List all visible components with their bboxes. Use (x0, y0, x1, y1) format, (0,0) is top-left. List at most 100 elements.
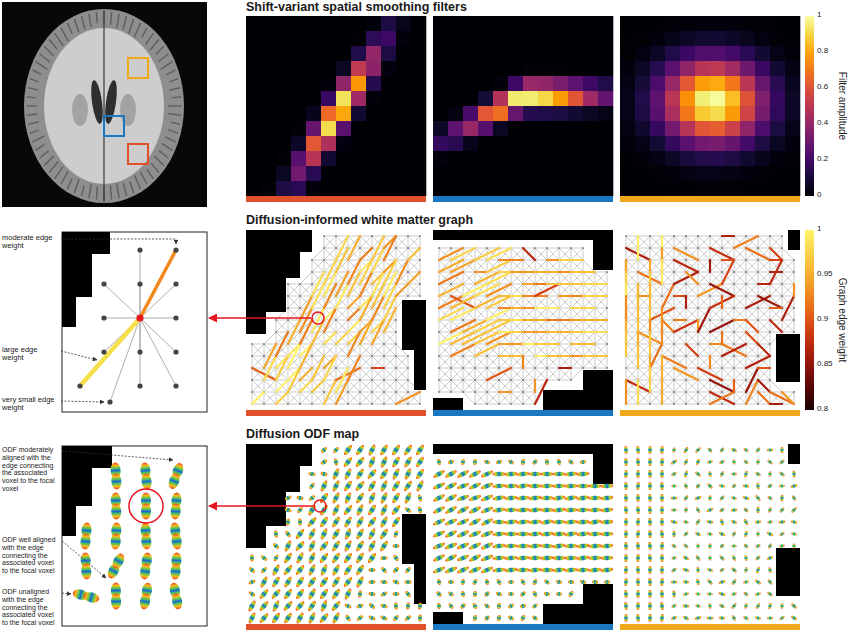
mesh-edge (372, 344, 384, 356)
mesh-edge (523, 356, 535, 368)
heatmap-cell (396, 16, 411, 31)
mesh-edge (523, 296, 535, 308)
sulcus (162, 144, 172, 151)
mesh-edge (312, 260, 324, 272)
mesh-edge (547, 260, 548, 272)
heatmap-cell (740, 46, 755, 61)
mesh-edge (535, 368, 536, 380)
heatmap-cell (650, 91, 665, 106)
heatmap-cell (695, 31, 710, 46)
heatmap-cell (620, 136, 635, 151)
mesh-edge (487, 368, 499, 369)
mesh-edge (372, 392, 384, 404)
heatmap-cell (276, 61, 291, 76)
heatmap-cell (381, 46, 396, 61)
mesh-edge (300, 296, 301, 308)
sulcus (159, 54, 169, 62)
fiber-edge (360, 248, 372, 260)
mesh-edge (276, 320, 288, 332)
heatmap-cell (650, 136, 665, 151)
graph-panel (246, 230, 426, 410)
heatmap-cell (538, 46, 553, 61)
heatmap-cell (508, 31, 523, 46)
sulcus (55, 33, 64, 46)
mesh-edge (360, 356, 372, 368)
heatmap-cell (396, 61, 411, 76)
sulcus (67, 23, 72, 34)
heatmap-cell (276, 46, 291, 61)
mesh-edge (288, 284, 300, 296)
heatmap-cell (291, 106, 306, 121)
fiber-edge (300, 308, 312, 332)
mesh-edge (360, 380, 372, 381)
mesh-edge (463, 392, 475, 393)
mesh-edge (523, 392, 524, 404)
mesh-edge (384, 356, 396, 357)
heatmap-cell (620, 121, 635, 136)
heatmap-cell (336, 181, 351, 196)
heatmap-cell (448, 181, 463, 196)
region-marker (104, 116, 124, 136)
heatmap-cell (291, 121, 306, 136)
heatmap-cell (538, 91, 553, 106)
heatmap-cell (523, 121, 538, 136)
heatmap-cell (635, 16, 650, 31)
heatmap-cell (411, 16, 426, 31)
mesh-edge (396, 236, 408, 237)
heatmap-cell (635, 61, 650, 76)
heatmap-cell (710, 181, 725, 196)
heatmap-cell (785, 91, 800, 106)
heatmap-cell (433, 46, 448, 61)
graph-mesh (438, 247, 608, 405)
sulcus (134, 23, 140, 37)
heatmap-cell (336, 31, 351, 46)
fiber-edge (276, 392, 288, 404)
sulcus (151, 163, 159, 172)
heatmap-cell (665, 151, 680, 166)
heatmap-cell (351, 106, 366, 121)
heatmap-cell (695, 91, 710, 106)
heatmap-cell (635, 136, 650, 151)
heatmap-cell (321, 46, 336, 61)
mesh-edge (324, 260, 325, 272)
mesh-edge (324, 332, 336, 344)
heatmap-cell (770, 136, 785, 151)
mesh-edge (523, 284, 535, 296)
mesh-edge (511, 344, 523, 356)
heatmap-cell (396, 121, 411, 136)
mesh-edge (396, 320, 397, 332)
mesh-edge (475, 368, 487, 380)
mesh-edge (439, 368, 440, 380)
mesh-edge (511, 308, 523, 320)
heatmap-cell (695, 136, 710, 151)
fiber-edge (300, 368, 312, 380)
heatmap-cell (396, 106, 411, 121)
heatmap-cell (695, 46, 710, 61)
heatmap-cell (665, 166, 680, 181)
mesh-edge (312, 356, 313, 368)
mesh-edge (300, 284, 312, 285)
mesh-edge (336, 368, 337, 380)
heatmap-cell (785, 151, 800, 166)
mesh-edge (475, 392, 476, 404)
mesh-edge (475, 380, 487, 392)
mesh-edge (324, 236, 336, 248)
mesh-edge (487, 392, 499, 393)
heatmap-cell (478, 91, 493, 106)
heatmap-cell (478, 46, 493, 61)
mesh-edge (451, 380, 463, 392)
heatmap-cell (336, 136, 351, 151)
heatmap-cell (261, 46, 276, 61)
mesh-edge (360, 248, 372, 260)
mesh-edge (336, 344, 348, 356)
fiber-edge (348, 260, 360, 284)
mesh-edge (324, 404, 336, 405)
mesh-edge (324, 344, 325, 356)
mesh-edge (348, 308, 360, 320)
mesh-edge (360, 380, 372, 392)
sulcus (36, 145, 45, 151)
mesh-edge (408, 284, 420, 296)
mesh-edge (372, 380, 384, 381)
mesh-edge (348, 380, 360, 392)
brain-mask (246, 230, 312, 252)
